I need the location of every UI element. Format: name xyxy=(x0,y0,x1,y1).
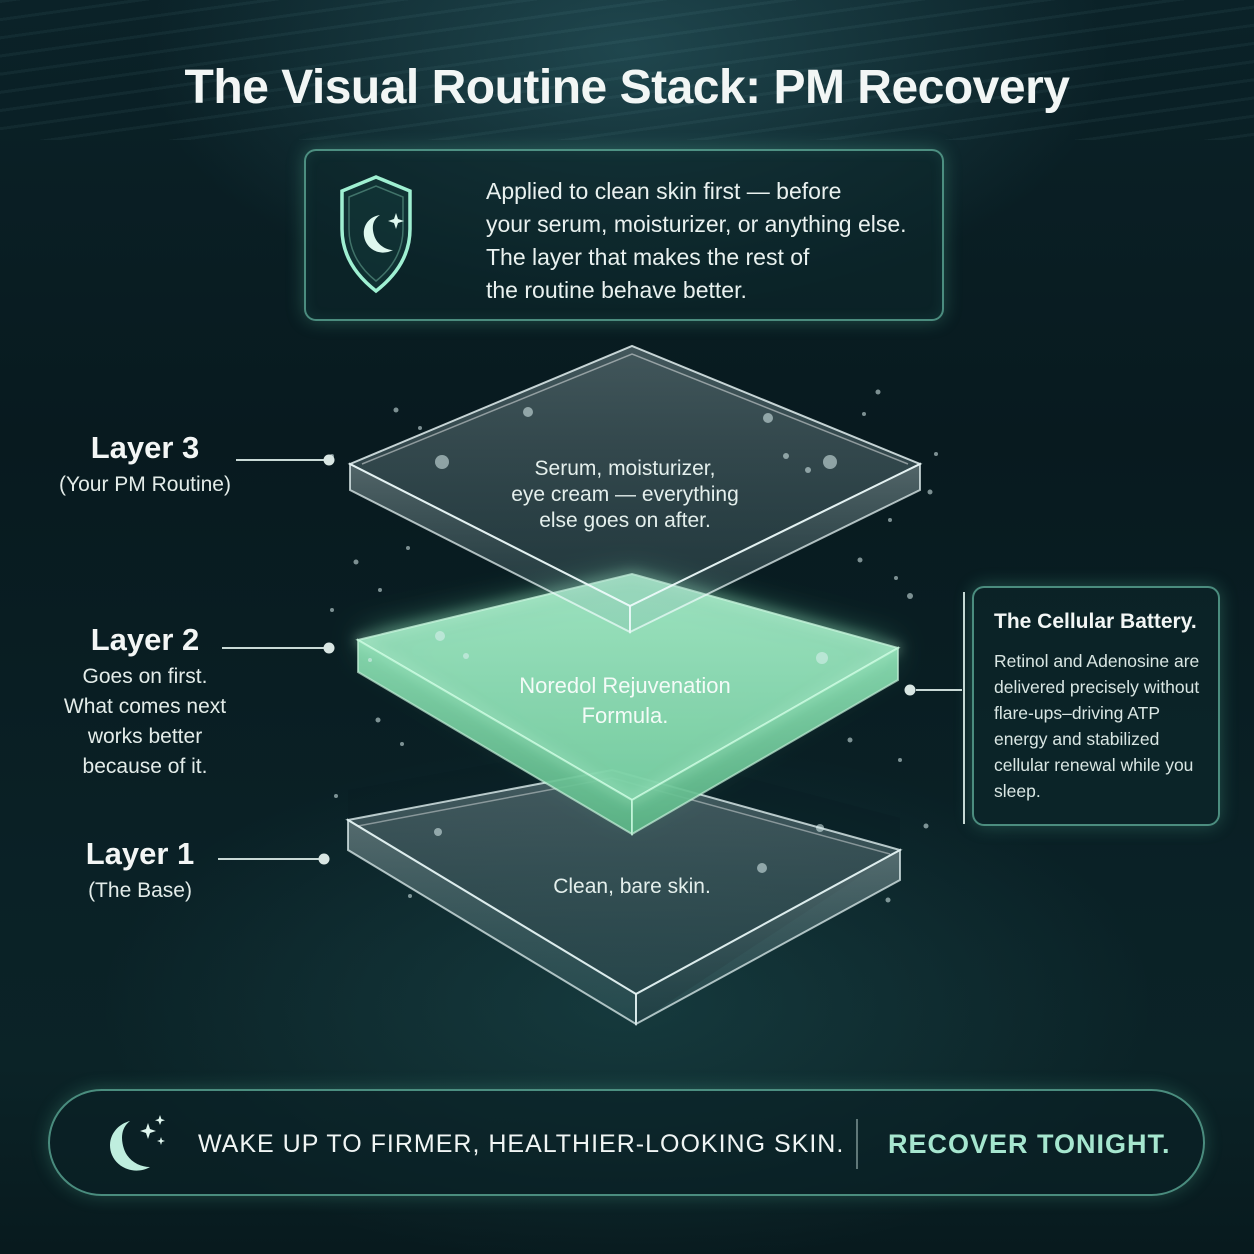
footer-message: WAKE UP TO FIRMER, HEALTHIER-LOOKING SKI… xyxy=(198,1130,845,1158)
intro-card: Applied to clean skin first — before you… xyxy=(304,149,944,321)
layer-2-description-line: Goes on first. xyxy=(82,665,208,688)
slab-text-line: Formula. xyxy=(581,703,669,728)
footer-divider xyxy=(856,1119,858,1169)
layer-2-title: Layer 2 xyxy=(90,622,200,657)
layer-2-description-line: because of it. xyxy=(82,755,208,778)
slab-text-line: else goes on after. xyxy=(539,509,711,532)
callout-line: cellular renewal while you xyxy=(994,755,1194,775)
intro-text: Applied to clean skin first — before you… xyxy=(486,175,926,307)
layer-2-description-line: works better xyxy=(87,725,203,748)
intro-line: The layer that makes the rest of xyxy=(486,244,810,270)
callout-title: The Cellular Battery. xyxy=(994,610,1197,633)
layer-3-title: Layer 3 xyxy=(90,430,200,465)
layer-1-label: Layer 1 (The Base) xyxy=(40,836,240,906)
intro-line: Applied to clean skin first — before xyxy=(486,178,842,204)
callout-line: delivered precisely without xyxy=(994,677,1200,697)
cellular-battery-callout: The Cellular Battery. Retinol and Adenos… xyxy=(972,586,1220,826)
slab-text-line: Serum, moisturizer, xyxy=(534,457,716,480)
callout-line: sleep. xyxy=(994,781,1041,801)
slab-layer-1-text: Clean, bare skin. xyxy=(500,874,764,900)
layer-1-subtitle: (The Base) xyxy=(88,879,192,902)
shield-moon-icon xyxy=(340,175,412,294)
page-title: The Visual Routine Stack: PM Recovery xyxy=(184,61,1070,114)
callout-line: flare-ups–driving ATP xyxy=(994,703,1161,723)
layer-2-description-line: What comes next xyxy=(63,695,227,718)
slab-layer-2-text: Noredol Rejuvenation Formula. xyxy=(490,671,760,731)
slab-text-line: eye cream — everything xyxy=(511,483,739,506)
callout-line: Retinol and Adenosine are xyxy=(994,651,1200,671)
slab-text-line: Clean, bare skin. xyxy=(553,875,711,898)
layer-3-label: Layer 3 (Your PM Routine) xyxy=(40,430,250,500)
layer-2-label: Layer 2 Goes on first. What comes next w… xyxy=(40,622,250,782)
intro-line: your serum, moisturizer, or anything els… xyxy=(486,211,907,237)
slab-layer-3-text: Serum, moisturizer, eye cream — everythi… xyxy=(480,456,770,534)
moon-stars-icon xyxy=(110,1115,165,1171)
slab-text-line: Noredol Rejuvenation xyxy=(519,673,731,698)
layer-1-title: Layer 1 xyxy=(85,836,195,871)
footer-banner: WAKE UP TO FIRMER, HEALTHIER-LOOKING SKI… xyxy=(48,1089,1205,1196)
layer-3-subtitle: (Your PM Routine) xyxy=(59,473,231,496)
callout-line: energy and stabilized xyxy=(994,729,1160,749)
intro-line: the routine behave better. xyxy=(486,277,747,303)
recover-tonight-cta[interactable]: RECOVER TONIGHT. xyxy=(888,1129,1171,1159)
